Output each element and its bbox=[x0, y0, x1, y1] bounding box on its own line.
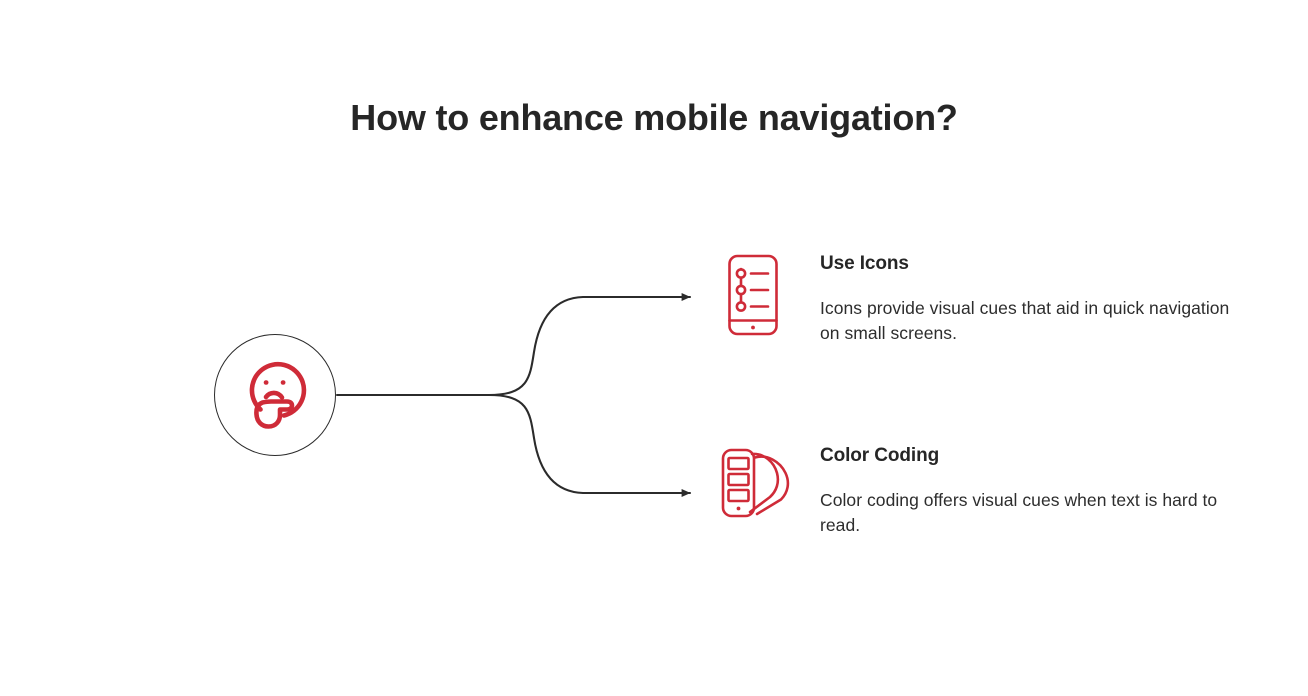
connector-hub-to-color-coding bbox=[487, 393, 692, 497]
branch-heading-color-coding: Color Coding bbox=[820, 445, 940, 466]
page-title: How to enhance mobile navigation? bbox=[350, 97, 958, 138]
branch-body-use-icons: Icons provide visual cues that aid in qu… bbox=[820, 298, 1230, 343]
connector-hub-to-use-icons bbox=[487, 293, 692, 397]
mobile-phone-list-icon bbox=[728, 254, 778, 336]
branch-body-color-coding: Color coding offers visual cues when tex… bbox=[820, 490, 1218, 535]
branch-text-color-coding: Color Coding Color coding offers visual … bbox=[820, 444, 1240, 538]
hub-node[interactable] bbox=[214, 334, 336, 456]
branch-heading-use-icons: Use Icons bbox=[820, 253, 909, 274]
color-swatch-fan-icon bbox=[721, 448, 790, 518]
branch-text-use-icons: Use Icons Icons provide visual cues that… bbox=[820, 252, 1240, 346]
thinking-face-icon bbox=[249, 361, 307, 429]
